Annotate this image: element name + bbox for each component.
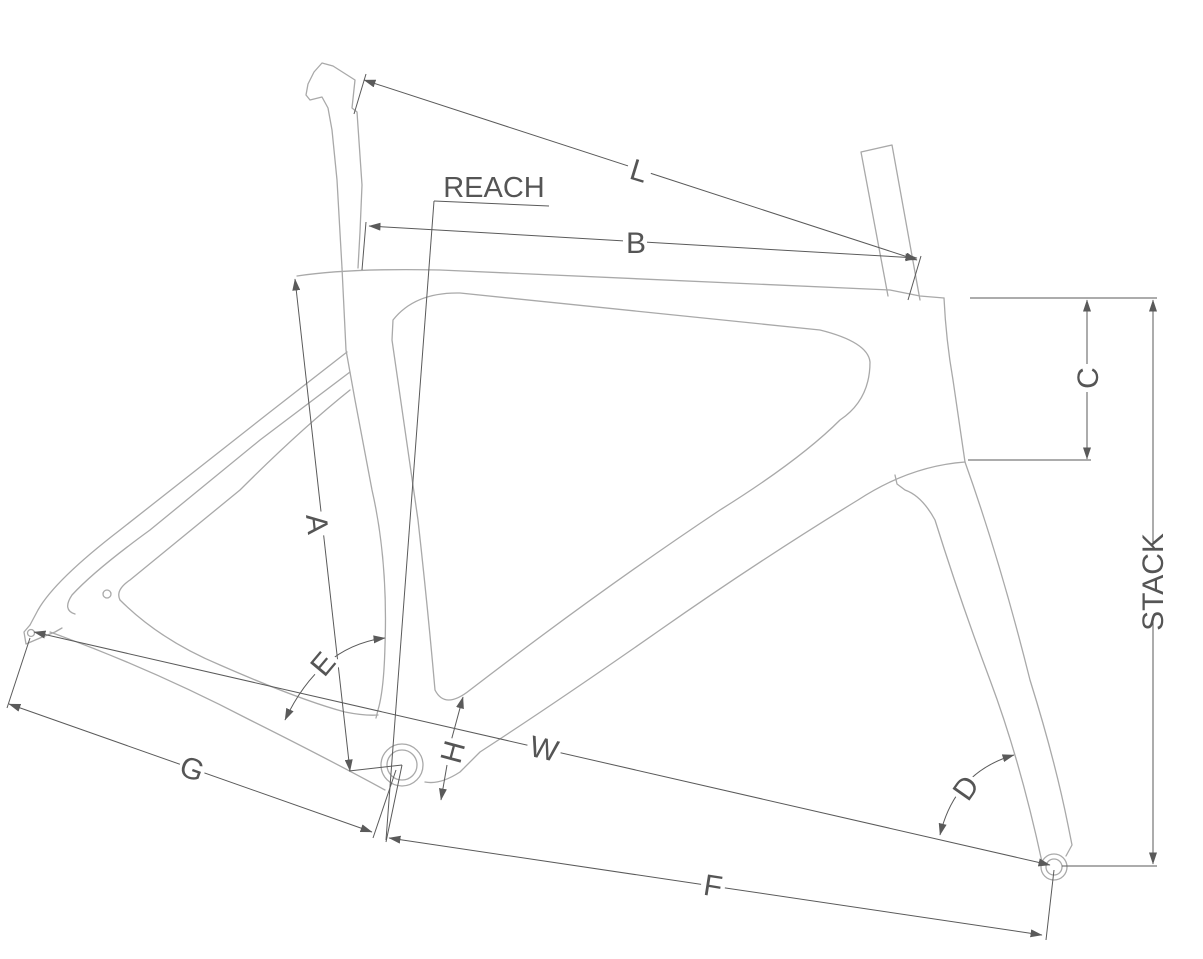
dimension-lines bbox=[6, 73, 1157, 941]
down-tube-lower bbox=[424, 461, 966, 784]
label-b: B bbox=[626, 227, 646, 260]
seat-stay-inner bbox=[118, 389, 351, 601]
dim-h-line-upper bbox=[449, 696, 464, 746]
main-triangle-inner bbox=[391, 292, 871, 701]
label-a: A bbox=[299, 512, 334, 535]
seat-tube bbox=[341, 267, 387, 719]
seat-stay-outer bbox=[29, 351, 348, 626]
front-axle-inner bbox=[1045, 858, 1063, 876]
label-h: H bbox=[435, 737, 472, 766]
dim-h-line-lower bbox=[439, 764, 448, 801]
seat-stay-mid bbox=[67, 371, 351, 615]
seatpost bbox=[305, 62, 363, 269]
rear-axle bbox=[26, 628, 36, 638]
dimension-labels: L B REACH A C STACK W G F H E D bbox=[174, 153, 1170, 904]
chainstay-upper bbox=[119, 599, 379, 716]
steerer-tube bbox=[860, 144, 921, 301]
label-stack: STACK bbox=[1137, 533, 1170, 631]
dim-reach-line bbox=[385, 200, 435, 841]
front-axle-outer bbox=[1040, 853, 1068, 881]
chainstay-lower bbox=[49, 631, 386, 791]
top-tube-outer bbox=[296, 268, 945, 299]
label-reach: REACH bbox=[443, 172, 545, 204]
label-g: G bbox=[175, 750, 208, 789]
label-f: F bbox=[701, 869, 724, 904]
dim-e-arc bbox=[284, 635, 386, 721]
label-c: C bbox=[1072, 367, 1105, 389]
seatstay-bolt bbox=[102, 589, 112, 599]
fork-front bbox=[964, 461, 1073, 857]
head-tube-front bbox=[943, 297, 966, 463]
